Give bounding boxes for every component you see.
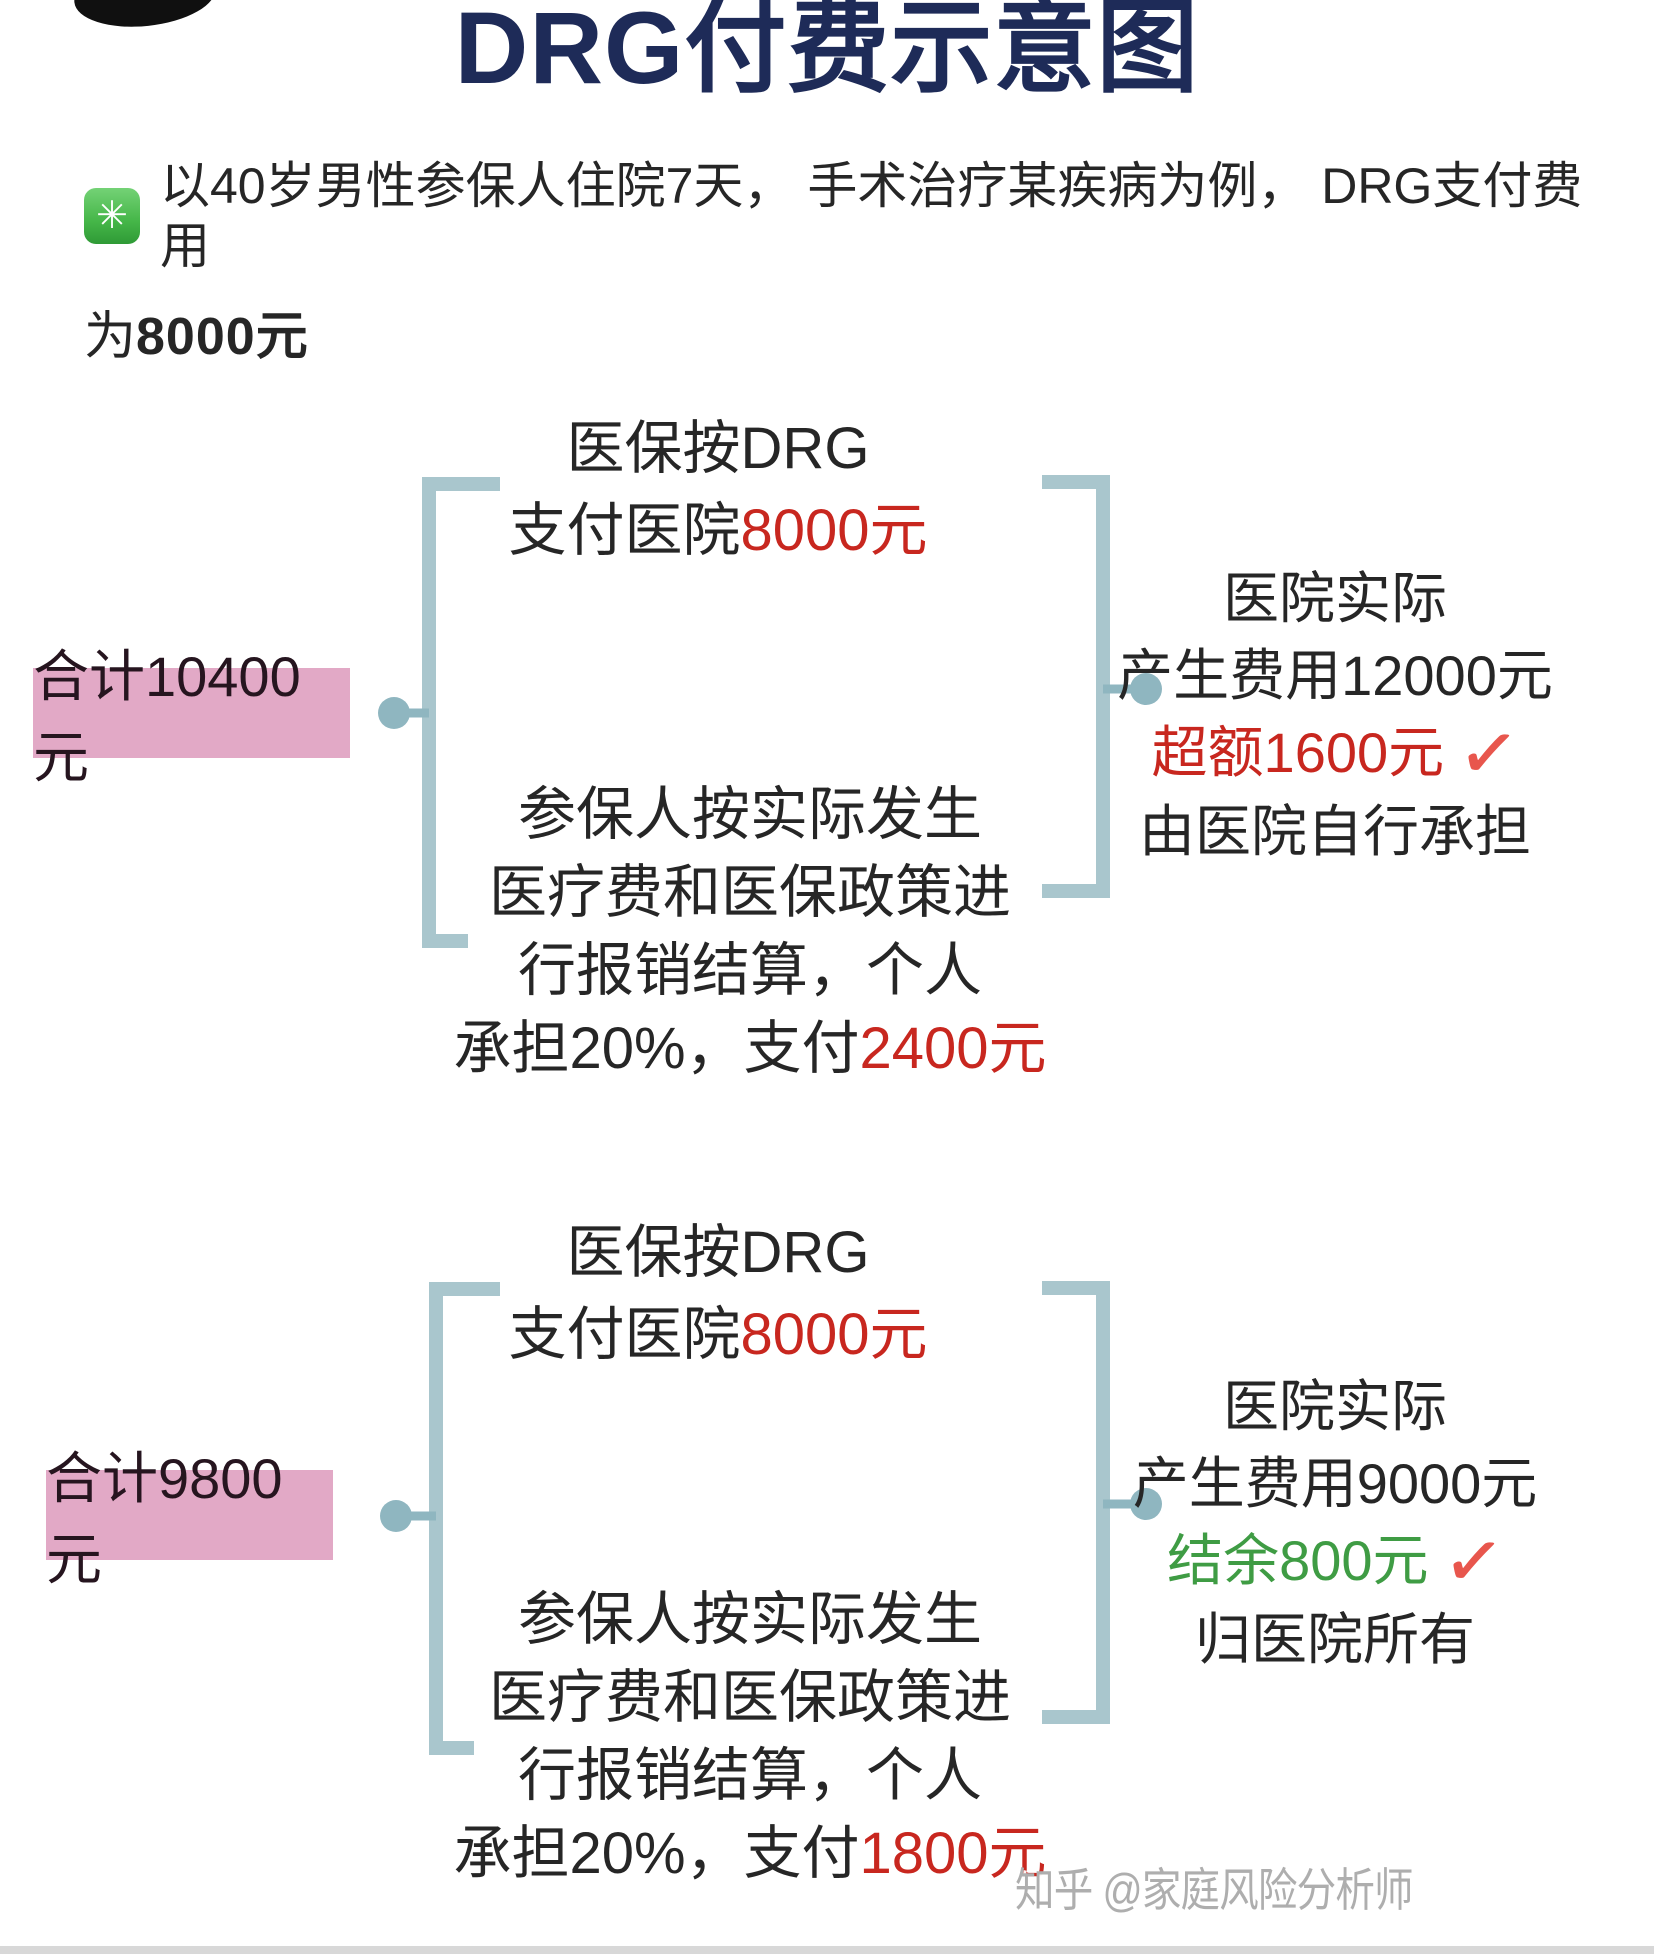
diagram1-mid-line4-label: 承担20%，支付 <box>453 1016 860 1081</box>
diagram2-mid-line2: 医疗费和医保政策进 <box>488 1665 1011 1730</box>
diagram2-top-line1: 医保按DRG <box>566 1220 870 1285</box>
diagram1-mid-line2: 医疗费和医保政策进 <box>488 860 1011 925</box>
diagram2-top-line2: 支付医院8000元 <box>318 1294 1118 1376</box>
diagram2-top-line2-amount: 8000元 <box>740 1302 928 1367</box>
page-title: DRG付费示意图 <box>454 0 1200 105</box>
diagram1-top-line2-label: 支付医院 <box>508 498 741 563</box>
diagram2-patient-settlement-block: 参保人按实际发生 医疗费和医保政策进 行报销结算，个人 承担20%，支付1800… <box>345 1581 1155 1893</box>
diagram2-mid-line1: 参保人按实际发生 <box>517 1587 982 1652</box>
diagram1-right-line3: 超额1600元✓ <box>1040 711 1630 797</box>
watermark: 知乎 @家庭风险分析师 <box>1015 1864 1414 1916</box>
intro-note: ✳ 以40岁男性参保人住院7天， 手术治疗某疾病为例， DRG支付费用 为800… <box>84 156 1584 368</box>
note-line2-text: 为8000元 <box>84 306 1584 368</box>
diagram1-left-connector-dot <box>378 697 410 729</box>
green-asterisk-icon: ✳ <box>84 188 140 244</box>
diagram2-hospital-result-block: 医院实际 产生费用9000元 结余800元✓ 归医院所有 <box>1040 1368 1630 1678</box>
diagram1-mid-line4-amount: 2400元 <box>859 1016 1047 1081</box>
note-line2-prefix: 为 <box>84 308 137 366</box>
note-line1-row: ✳ 以40岁男性参保人住院7天， 手术治疗某疾病为例， DRG支付费用 <box>84 156 1584 276</box>
diagram1-medicare-payment-block: 医保按DRG 支付医院8000元 <box>318 408 1118 572</box>
diagram2-medicare-payment-block: 医保按DRG 支付医院8000元 <box>318 1212 1118 1376</box>
diagram1-right-line1: 医院实际 <box>1223 567 1447 630</box>
note-line2-unit: 元 <box>255 308 309 366</box>
note-line1-text: 以40岁男性参保人住院7天， 手术治疗某疾病为例， DRG支付费用 <box>160 158 1583 274</box>
diagram1-top-line1: 医保按DRG <box>566 416 870 481</box>
diagram1-mid-line3: 行报销结算，个人 <box>517 938 982 1003</box>
diagram2-mid-line3: 行报销结算，个人 <box>517 1743 982 1808</box>
diagram1-total-badge: 合计10400元 <box>33 645 350 789</box>
diagram1-right-line2: 产生费用12000元 <box>1117 644 1553 707</box>
diagram2-mid-line4-amount: 1800元 <box>859 1821 1047 1886</box>
diagram2-right-line1: 医院实际 <box>1223 1375 1447 1438</box>
diagram2-surplus-amount: 结余800元 <box>1167 1529 1429 1592</box>
diagram2-total-badge: 合计9800元 <box>46 1447 333 1591</box>
diagram2-top-line2-label: 支付医院 <box>508 1302 741 1367</box>
diagram1-mid-line4: 承担20%，支付2400元 <box>345 1010 1155 1088</box>
diagram1-overrun-amount: 超额1600元 <box>1151 721 1445 784</box>
diagram1-top-line2: 支付医院8000元 <box>318 490 1118 572</box>
diagram2-checkmark-icon: ✓ <box>1438 1519 1507 1605</box>
diagram2-left-connector-dot <box>380 1500 412 1532</box>
diagram1-total-text: 合计10400元 <box>33 645 301 789</box>
diagram2-total-text: 合计9800元 <box>46 1447 283 1591</box>
diagram2-mid-line4: 承担20%，支付1800元 <box>345 1815 1155 1893</box>
diagram2-right-line2: 产生费用9000元 <box>1132 1452 1538 1515</box>
diagram1-top-line2-amount: 8000元 <box>740 498 928 563</box>
diagram1-mid-line1: 参保人按实际发生 <box>517 782 982 847</box>
diagram1-patient-settlement-block: 参保人按实际发生 医疗费和医保政策进 行报销结算，个人 承担20%，支付2400… <box>345 776 1155 1088</box>
diagram2-mid-line4-label: 承担20%，支付 <box>453 1821 860 1886</box>
diagram2-right-line4: 归医院所有 <box>1195 1608 1475 1671</box>
diagram1-right-line4: 由医院自行承担 <box>1139 800 1531 863</box>
diagram2-right-line3: 结余800元✓ <box>1040 1519 1630 1605</box>
diagram1-checkmark-icon: ✓ <box>1454 711 1523 797</box>
bottom-edge-bar <box>0 1946 1654 1954</box>
note-line2-amount: 8000 <box>136 308 256 366</box>
diagram1-hospital-result-block: 医院实际 产生费用12000元 超额1600元✓ 由医院自行承担 <box>1040 560 1630 870</box>
